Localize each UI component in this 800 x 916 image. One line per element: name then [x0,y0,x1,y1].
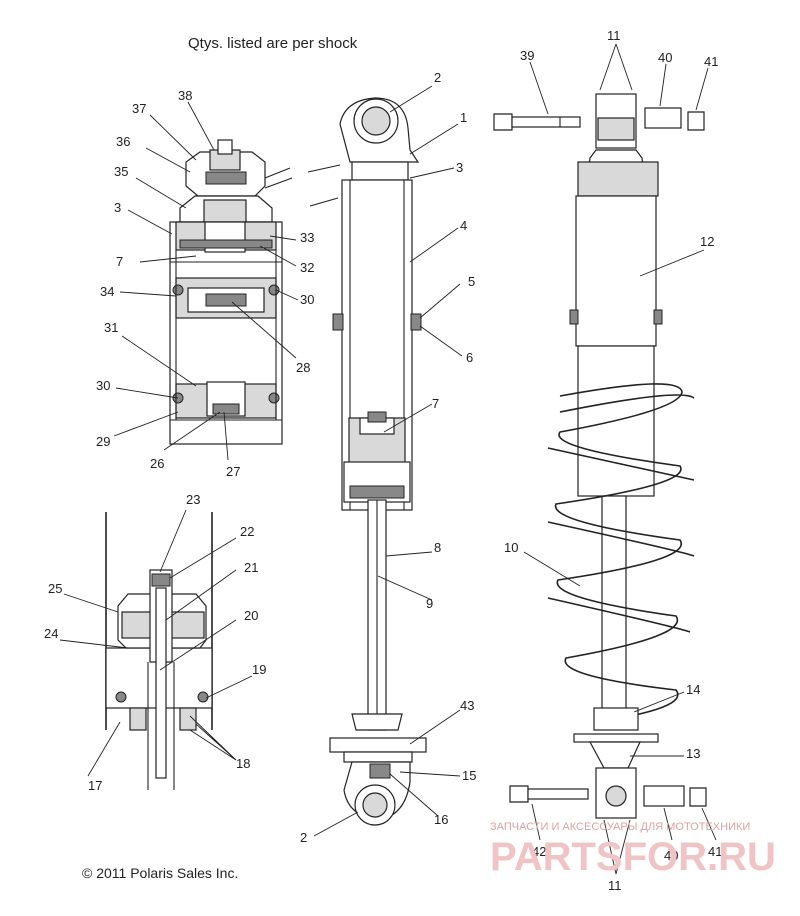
watermark-logo: PARTSFOR.RU [490,835,776,879]
callout-43: 43 [460,698,474,713]
callout-27: 27 [226,464,240,479]
callout-36: 36 [116,134,130,149]
callout-3-right: 3 [456,160,463,175]
callout-7-center: 7 [432,396,439,411]
callout-17: 17 [88,778,102,793]
copyright-text: © 2011 Polaris Sales Inc. [82,865,238,881]
callout-11-top: 11 [607,28,621,43]
callout-9: 9 [426,596,433,611]
leader-lines [59,43,717,875]
callout-6: 6 [466,350,473,365]
callout-13: 13 [686,746,700,761]
callout-18: 18 [236,756,250,771]
callout-38: 38 [178,88,192,103]
callout-12: 12 [700,234,714,249]
callout-21: 21 [244,560,258,575]
callout-20: 20 [244,608,258,623]
callout-19: 19 [252,662,266,677]
callout-41-top: 41 [704,54,718,69]
callout-29: 29 [96,434,110,449]
callout-1: 1 [460,110,467,125]
callout-28: 28 [296,360,310,375]
callout-42: 42 [532,844,546,859]
callout-30-left: 30 [96,378,110,393]
quantity-note: Qtys. listed are per shock [188,35,358,52]
callout-31: 31 [104,320,118,335]
callout-23: 23 [186,492,200,507]
watermark-tagline: ЗАПЧАСТИ И АКСЕССУАРЫ ДЛЯ МОТОТЕХНИКИ [490,821,750,833]
callout-22: 22 [240,524,254,539]
callout-labels: 37 38 36 35 3 7 34 31 30 29 26 27 28 30 … [44,28,722,893]
callout-40-top: 40 [658,50,672,65]
callout-5: 5 [468,274,475,289]
callout-32: 32 [300,260,314,275]
callout-25: 25 [48,581,62,596]
callout-33: 33 [300,230,314,245]
callout-2-bottom: 2 [300,830,307,845]
callout-37: 37 [132,101,146,116]
callout-35: 35 [114,164,128,179]
callout-39: 39 [520,48,534,63]
callout-30-right: 30 [300,292,314,307]
callout-10: 10 [504,540,518,555]
callout-41-bottom: 41 [708,844,722,859]
callout-14: 14 [686,682,700,697]
callout-26: 26 [150,456,164,471]
callout-15: 15 [462,768,476,783]
callout-4: 4 [460,218,467,233]
callout-40-bottom: 40 [664,848,678,863]
callout-24: 24 [44,626,58,641]
callout-2-top: 2 [434,70,441,85]
shock-with-spring [493,93,707,819]
piston-detail [105,512,213,790]
callout-8: 8 [434,540,441,555]
callout-11-bottom: 11 [608,878,622,893]
shock-body [307,97,427,826]
callout-7-left: 7 [116,254,123,269]
callout-3-left: 3 [114,200,121,215]
callout-16: 16 [434,812,448,827]
callout-34: 34 [100,284,114,299]
reservoir-cutaway [169,139,293,445]
